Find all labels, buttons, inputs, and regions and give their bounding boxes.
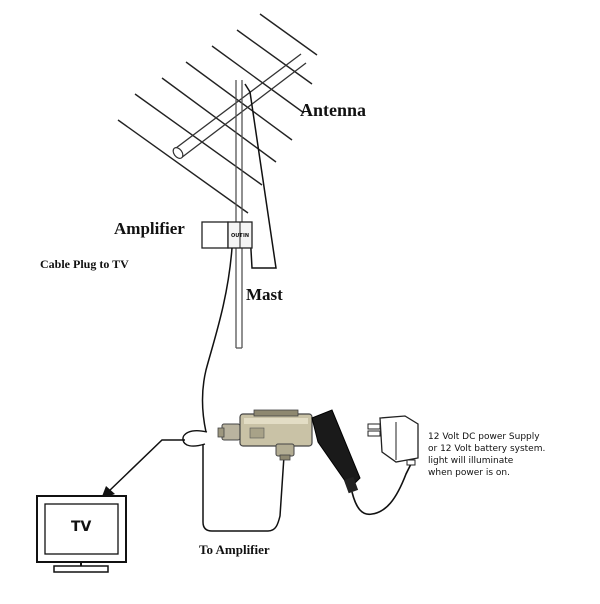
cable-to-tv [101, 439, 185, 499]
amplifier-out-port: OUT [231, 233, 243, 239]
amplifier-label: Amplifier [114, 219, 185, 238]
amplifier [201, 221, 253, 249]
antenna-label: Antenna [300, 100, 367, 120]
antenna-boom [172, 53, 307, 159]
power-note-line-3: light will illuminate [428, 456, 514, 466]
antenna-feed-cable [244, 83, 277, 269]
wall-adapter [367, 415, 419, 466]
tv-label: TV [71, 519, 92, 535]
amplifier-out-cable [201, 247, 233, 433]
cable-connector-bulge [182, 430, 208, 447]
power-cord [351, 461, 413, 516]
power-note-line-1: 12 Volt DC power Supply [428, 432, 540, 442]
tv-set [36, 495, 127, 573]
power-note-line-2: or 12 Volt battery system. [428, 444, 546, 454]
power-note: 12 Volt DC power Supply or 12 Volt batte… [428, 431, 545, 479]
power-inserter [217, 409, 313, 461]
cable-plug-label: Cable Plug to TV [40, 257, 129, 271]
mast-label: Mast [246, 285, 283, 304]
dc-plug [311, 409, 361, 494]
power-note-line-4: when power is on. [428, 468, 510, 478]
to-amplifier-label: To Amplifier [199, 542, 270, 557]
antenna-elements [117, 13, 318, 214]
amplifier-in-port: IN [243, 233, 250, 239]
lower-loop-cable [202, 442, 285, 532]
mast [235, 80, 243, 349]
